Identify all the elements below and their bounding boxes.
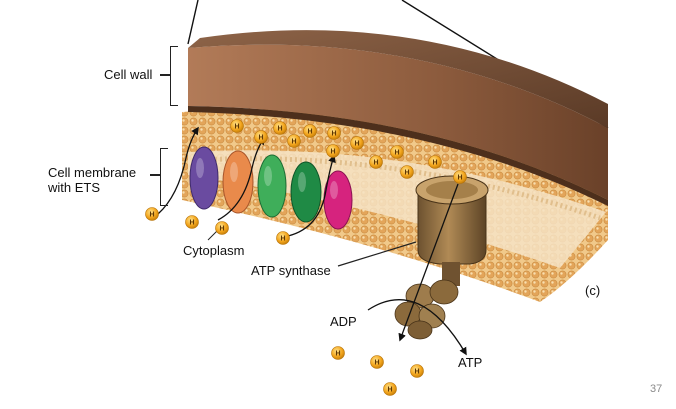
slide-number: 37 <box>650 383 663 395</box>
proton-11: H <box>400 165 414 179</box>
proton-label: H <box>457 175 462 182</box>
proton-label: H <box>234 124 239 131</box>
proton-path-arrow-3 <box>287 154 336 237</box>
proton-label: H <box>330 149 335 156</box>
proton-21: H <box>383 382 397 396</box>
ets-protein-purple <box>189 146 219 210</box>
proton-label: H <box>291 139 296 146</box>
zoom-line-left <box>187 0 199 45</box>
proton-18: H <box>331 346 345 360</box>
cell-membrane-bracket <box>160 148 168 206</box>
cell-wall-tick <box>160 74 170 76</box>
ets-protein-orange <box>222 150 254 214</box>
proton-label: H <box>394 150 399 157</box>
proton-label: H <box>280 236 285 243</box>
adp-to-atp-arrow <box>367 299 467 356</box>
atp-label: ATP <box>458 355 483 370</box>
adp-label: ADP <box>330 314 357 329</box>
proton-label: H <box>414 369 419 376</box>
atp-synthase-label: ATP synthase <box>251 263 331 278</box>
cell-membrane-label-line2: with ETS <box>48 180 101 195</box>
proton-6: H <box>327 126 341 140</box>
ets-protein-green-light <box>257 154 287 218</box>
proton-4: H <box>287 134 301 148</box>
cell-wall-bracket <box>170 46 178 106</box>
cell-wall-label: Cell wall <box>104 67 153 82</box>
proton-8: H <box>350 136 364 150</box>
proton-label: H <box>258 135 263 142</box>
proton-9: H <box>369 155 383 169</box>
proton-label: H <box>354 141 359 148</box>
proton-3: H <box>273 121 287 135</box>
proton-label: H <box>387 387 392 394</box>
proton-label: H <box>219 226 224 233</box>
proton-label: H <box>432 160 437 167</box>
proton-2: H <box>254 130 268 144</box>
proton-label: H <box>374 360 379 367</box>
proton-5: H <box>303 124 317 138</box>
cell-wall-top <box>188 30 608 128</box>
proton-16: H <box>215 221 229 235</box>
proton-label: H <box>373 160 378 167</box>
atp-synthase-leader <box>337 241 417 267</box>
cell-membrane-tick <box>150 174 160 176</box>
proton-13: H <box>453 170 467 184</box>
proton-label: H <box>189 220 194 227</box>
proton-19: H <box>370 355 384 369</box>
proton-path-arrow-1 <box>157 126 199 215</box>
cell-membrane-label-line1: Cell membrane <box>48 165 137 180</box>
membrane-tail-lines <box>199 156 601 221</box>
proton-label: H <box>277 126 282 133</box>
proton-through-synthase-arrow <box>398 183 459 342</box>
proton-label: H <box>331 131 336 138</box>
proton-label: H <box>404 170 409 177</box>
proton-17: H <box>276 231 290 245</box>
cell-wall-face <box>188 44 608 200</box>
proton-20: H <box>410 364 424 378</box>
proton-1: H <box>230 119 244 133</box>
proton-group: H H H H H H H H H H H H H H H H H H H H H <box>145 119 467 396</box>
proton-label: H <box>149 212 154 219</box>
proton-7: H <box>326 144 340 158</box>
panel-label: (c) <box>585 283 601 298</box>
cytoplasm-label: Cytoplasm <box>183 243 245 258</box>
proton-14: H <box>145 207 159 221</box>
proton-path-arrow-2 <box>217 136 265 221</box>
proton-10: H <box>390 145 404 159</box>
proton-label: H <box>335 351 340 358</box>
proton-12: H <box>428 155 442 169</box>
ets-protein-green-dark <box>290 161 322 223</box>
proton-label: H <box>307 129 312 136</box>
proton-15: H <box>185 215 199 229</box>
